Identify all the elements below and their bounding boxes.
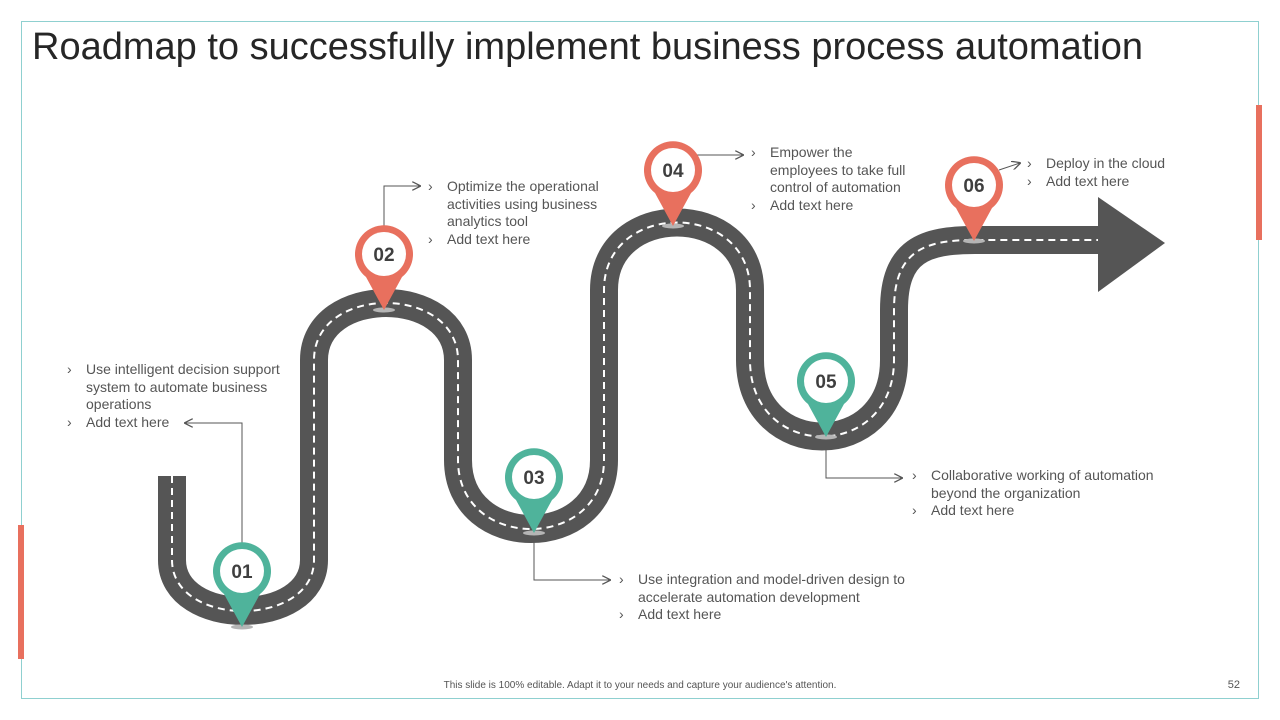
milestone-04-point-2: Add text here — [751, 197, 921, 215]
pin-06-label: 06 — [963, 176, 984, 197]
pin-04-inner-circle — [651, 148, 695, 192]
pin-05-inner-circle — [804, 359, 848, 403]
milestone-05-point-2: Add text here — [912, 502, 1182, 520]
milestone-01-text: Use intelligent decision support system … — [67, 361, 292, 431]
slide-title: Roadmap to successfully implement busine… — [32, 26, 1143, 68]
road-surface — [158, 208, 1110, 625]
milestone-02-point-2: Add text here — [428, 231, 623, 249]
page-number: 52 — [1227, 679, 1240, 691]
milestone-06-point-1: Deploy in the cloud — [1027, 155, 1227, 173]
milestone-06-point-2: Add text here — [1027, 173, 1227, 191]
road — [158, 197, 1165, 625]
pin-05-label: 05 — [815, 372, 837, 393]
pin-06-inner-circle — [952, 163, 996, 207]
pin-01: 01 — [212, 542, 271, 630]
road-arrowhead — [1098, 197, 1165, 292]
accent-bar-left — [18, 525, 24, 659]
milestone-06-text: Deploy in the cloud Add text here — [1027, 155, 1227, 190]
milestone-05-text: Collaborative working of automation beyo… — [912, 467, 1182, 520]
pin-06: 06 — [944, 156, 1003, 244]
milestone-02-text: Optimize the operational activities usin… — [428, 178, 623, 248]
milestone-01-point-2: Add text here — [67, 414, 292, 432]
pin-03-inner-circle — [512, 455, 556, 499]
pin-04: 04 — [643, 141, 702, 229]
leader-line-01 — [185, 423, 243, 548]
slide-frame — [21, 21, 1259, 699]
pin-03-label: 03 — [523, 468, 544, 489]
milestone-01-point-1: Use intelligent decision support system … — [67, 361, 292, 414]
pins: 01 02 03 04 05 06 — [212, 141, 1003, 630]
milestone-03-text: Use integration and model-driven design … — [619, 571, 939, 624]
pin-01-inner-circle — [220, 549, 264, 593]
leader-line-03 — [533, 532, 610, 580]
milestone-03-point-1: Use integration and model-driven design … — [619, 571, 939, 606]
leader-line-05 — [825, 440, 902, 478]
milestone-05-point-1: Collaborative working of automation beyo… — [912, 467, 1182, 502]
milestone-04-point-1: Empower the employees to take full contr… — [751, 144, 921, 197]
pin-01-label: 01 — [231, 562, 253, 583]
leader-line-02 — [383, 186, 420, 230]
pin-02-label: 02 — [373, 245, 394, 266]
pin-02: 02 — [355, 225, 413, 313]
pin-04-label: 04 — [662, 161, 684, 182]
pin-02-inner-circle — [362, 232, 406, 276]
accent-bar-right — [1256, 105, 1262, 240]
milestone-04-text: Empower the employees to take full contr… — [751, 144, 921, 214]
footer-note: This slide is 100% editable. Adapt it to… — [443, 680, 837, 691]
leader-line-06 — [998, 163, 1020, 171]
milestone-02-point-1: Optimize the operational activities usin… — [428, 178, 623, 231]
milestone-03-point-2: Add text here — [619, 606, 939, 624]
pin-05: 05 — [796, 352, 856, 440]
pin-03: 03 — [505, 448, 563, 536]
road-center-dashes — [171, 221, 1110, 612]
